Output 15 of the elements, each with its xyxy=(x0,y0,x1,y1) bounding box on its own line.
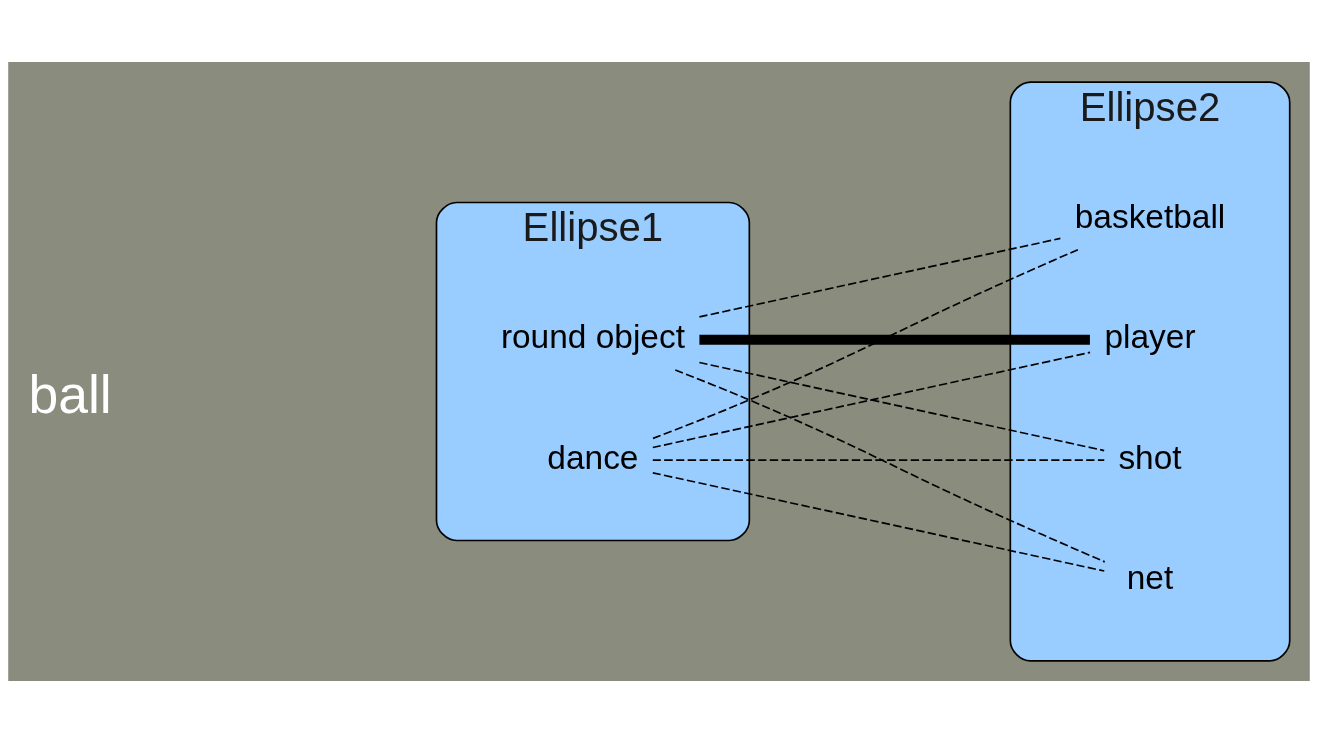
connector xyxy=(698,237,1062,318)
node-text: dance xyxy=(547,438,639,476)
node-text: round object xyxy=(500,318,685,356)
connector xyxy=(674,369,1106,563)
node-text: player xyxy=(1104,318,1196,356)
connector xyxy=(652,248,1079,440)
node-text: net xyxy=(1126,558,1174,596)
node-text: shot xyxy=(1118,438,1182,476)
connector xyxy=(698,361,1105,452)
label: ball xyxy=(28,365,112,425)
node-text: basketball xyxy=(1074,197,1226,235)
connector xyxy=(651,472,1106,572)
connector xyxy=(651,459,1106,461)
connector xyxy=(651,351,1091,449)
connector xyxy=(699,334,1090,345)
